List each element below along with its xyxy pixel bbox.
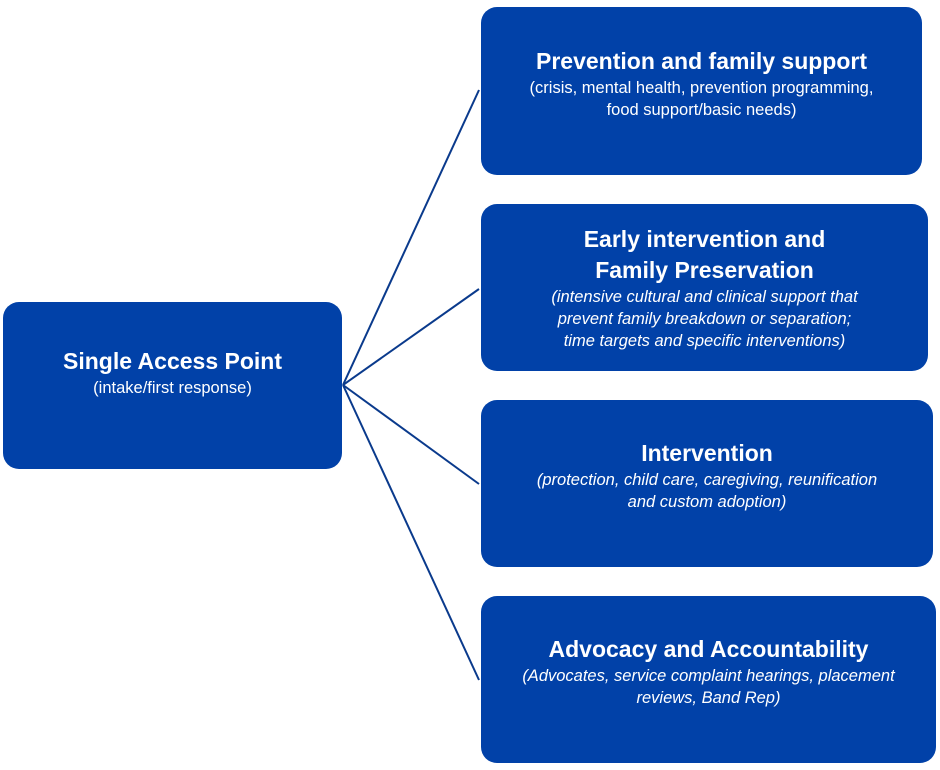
root-subtitle: (intake/first response) [93, 379, 252, 397]
branch-subtitle-line: (crisis, mental health, prevention progr… [529, 78, 874, 97]
branch-subtitle-line: reviews, Band Rep) [636, 689, 781, 707]
branch-title: Early intervention and [583, 225, 826, 252]
branch-title: Family Preservation [595, 256, 814, 283]
early-intervention-box: Early intervention and Family Preservati… [481, 204, 928, 371]
branch-subtitle-line: and custom adoption) [627, 493, 787, 511]
branch-subtitle-line: time targets and specific interventions) [563, 331, 846, 350]
root-title: Single Access Point [63, 348, 282, 374]
branch-subtitle-line: food support/basic needs) [606, 100, 797, 119]
connector-to-early-intervention [342, 288, 480, 386]
connector-to-intervention [342, 384, 480, 485]
prevention-family-support-box: Prevention and family support (crisis, m… [481, 7, 922, 175]
connector-to-advocacy [342, 384, 480, 681]
branch-subtitle-line: (Advocates, service complaint hearings, … [522, 667, 895, 685]
branch-subtitle-line: (intensive cultural and clinical support… [551, 287, 858, 306]
connector-to-prevention [342, 89, 480, 386]
branch-title: Advocacy and Accountability [548, 636, 869, 662]
intervention-box: Intervention (protection, child care, ca… [481, 400, 933, 567]
advocacy-accountability-box: Advocacy and Accountability (Advocates, … [481, 596, 936, 763]
branch-subtitle-line: prevent family breakdown or separation; [557, 309, 852, 328]
branch-subtitle-line: (protection, child care, caregiving, reu… [536, 471, 878, 489]
single-access-point-box: Single Access Point (intake/first respon… [3, 302, 342, 469]
branch-title: Prevention and family support [536, 47, 867, 74]
branch-title: Intervention [641, 440, 773, 466]
